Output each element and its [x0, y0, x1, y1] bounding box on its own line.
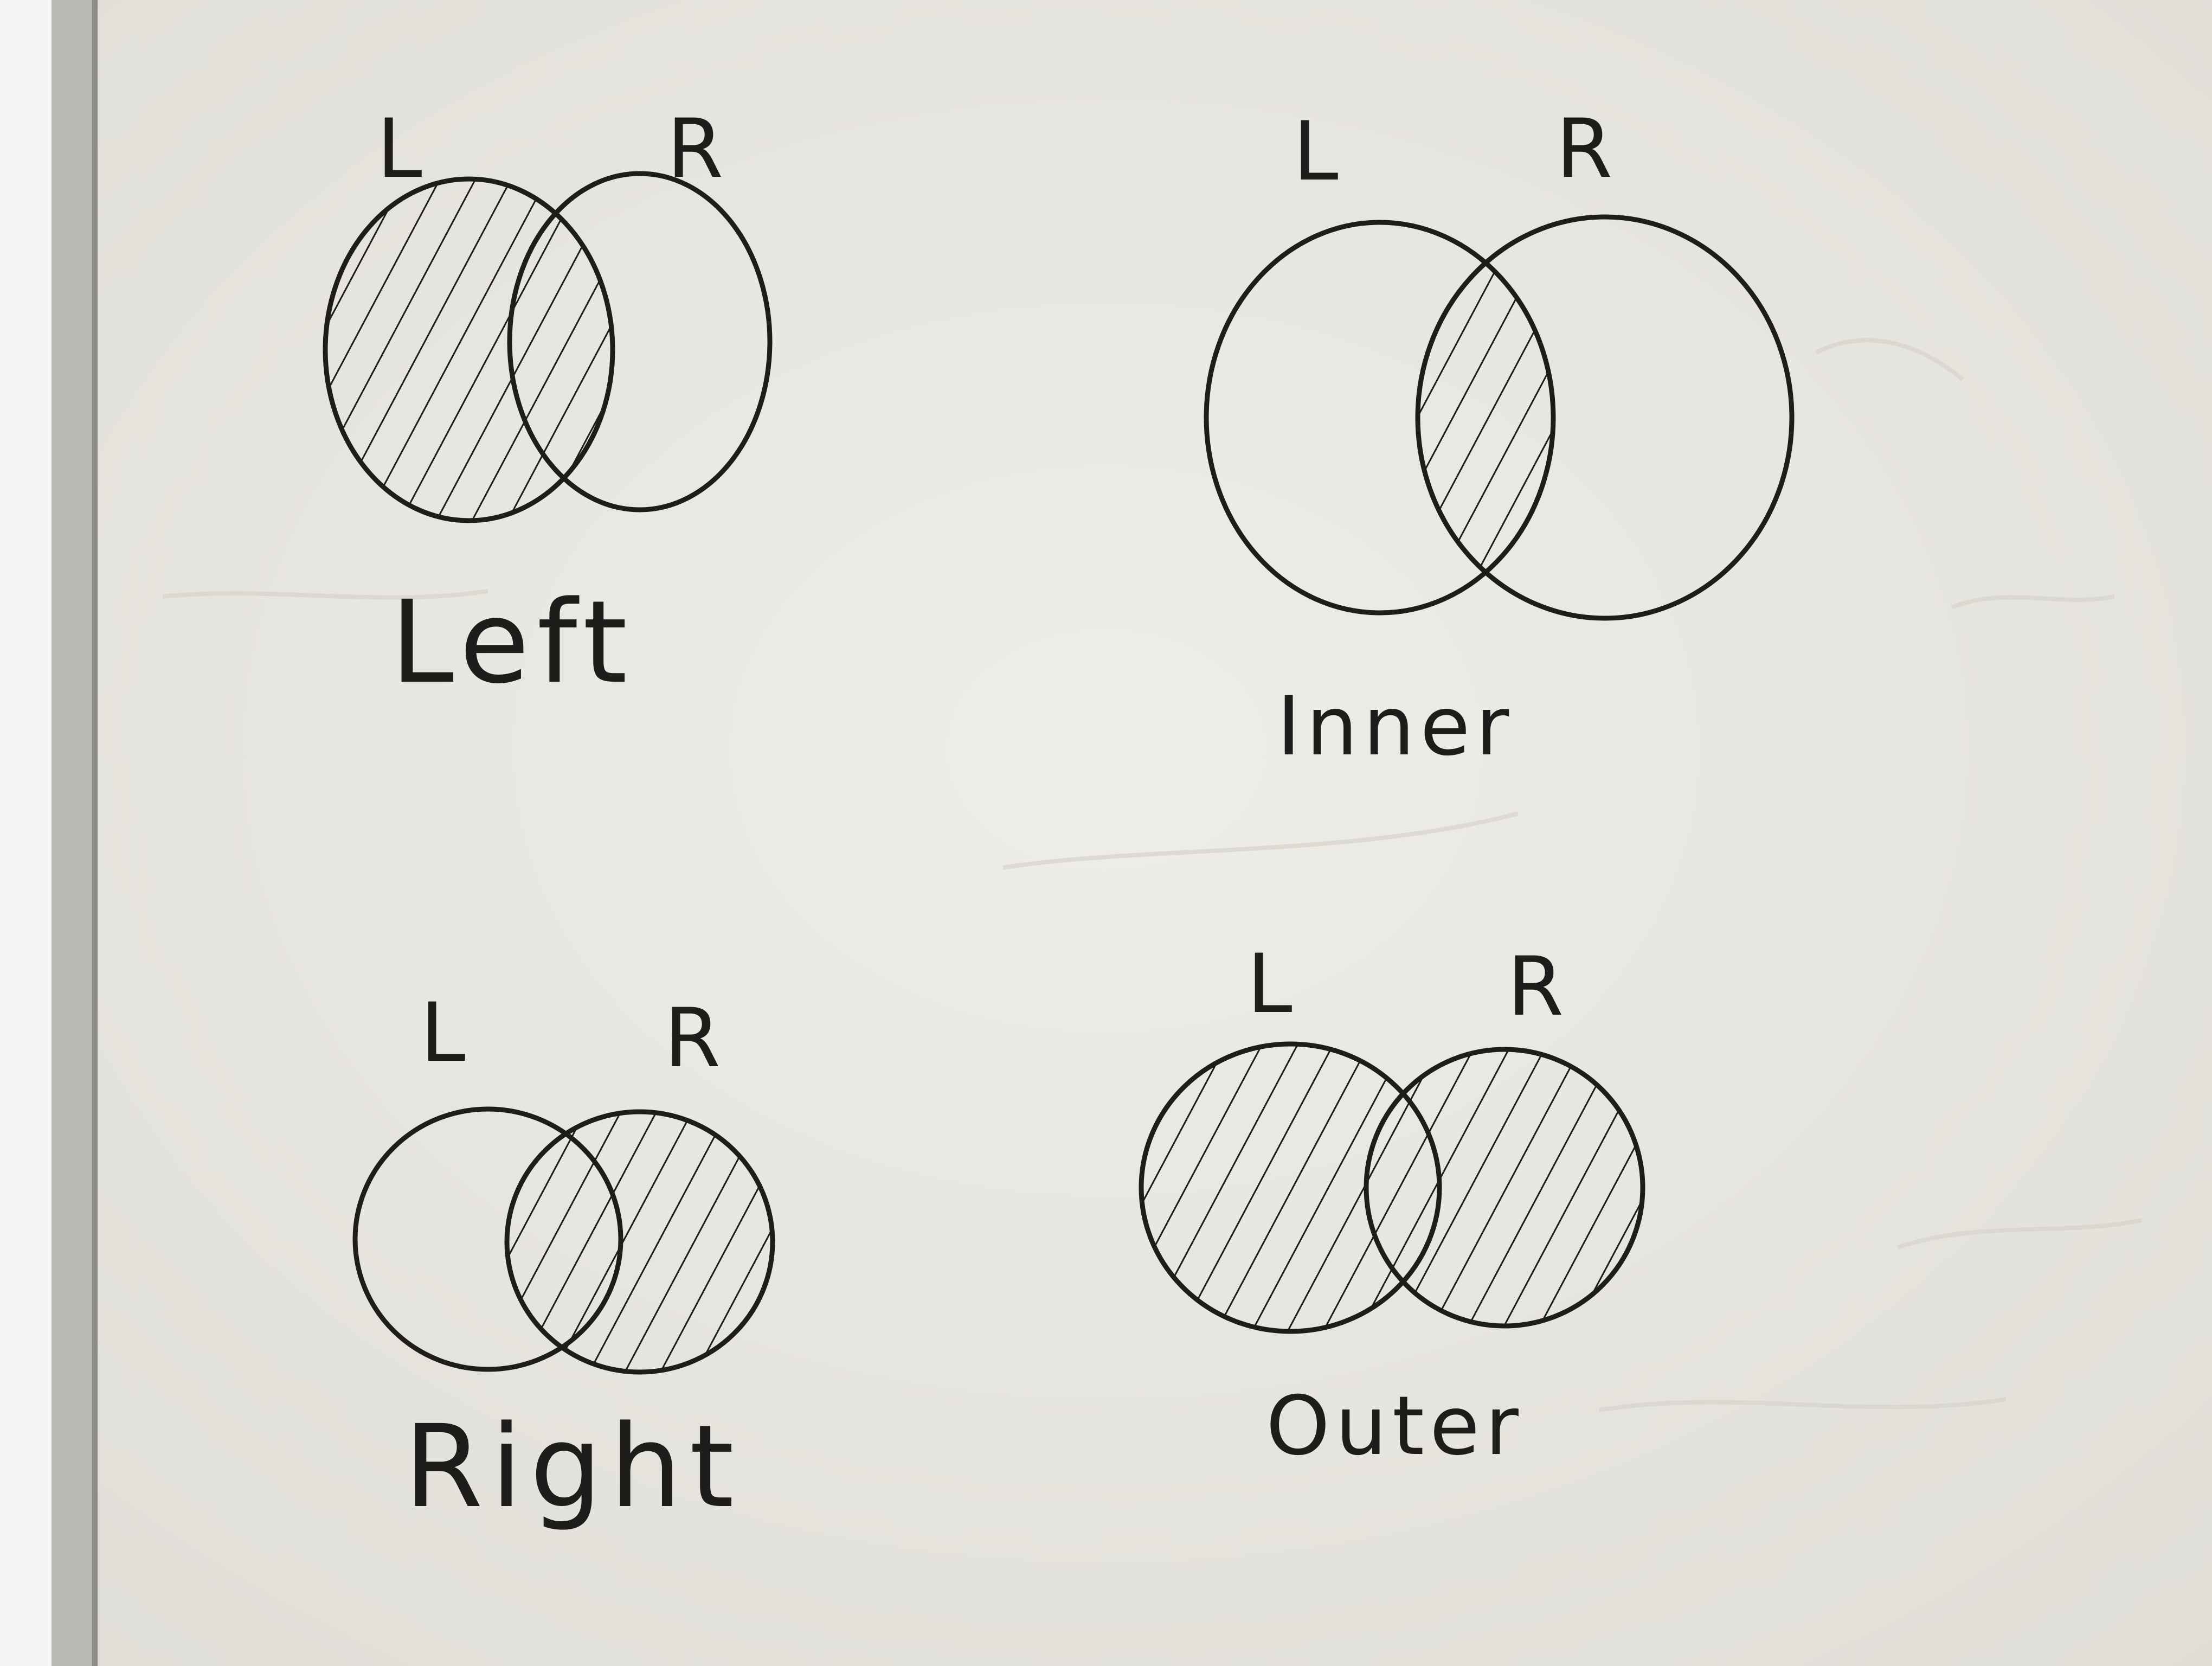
venn-right-shading: [507, 1112, 773, 1372]
venn-outer-title: Outer: [1266, 1379, 1524, 1473]
venn-left-shading: [325, 179, 613, 521]
venn-outer-shading: [1141, 1044, 1643, 1331]
venn-left-circle-l: [323, 176, 615, 523]
venn-inner-circle-l: [1204, 220, 1556, 616]
venn-inner-title: Inner: [1277, 680, 1515, 774]
venn-right-title: Right: [404, 1400, 742, 1533]
venn-outer-label-l: L: [1247, 937, 1293, 1031]
venn-right-label-r: R: [664, 991, 721, 1086]
venn-right: [352, 1106, 775, 1375]
board-frame-edge: [92, 0, 98, 1666]
venn-outer-circle-r: [1364, 1047, 1645, 1329]
venn-outer-label-r: R: [1507, 940, 1564, 1034]
venn-right-circle-l: [352, 1106, 623, 1372]
venn-right-circle-r: [504, 1109, 775, 1375]
venn-left-label-r: R: [667, 102, 724, 196]
board-wall: [0, 0, 52, 1666]
venn-outer-circle-l: [1139, 1041, 1442, 1334]
venn-left: [323, 171, 773, 523]
venn-left-title: Left: [390, 576, 635, 709]
venn-outer: [1139, 1041, 1645, 1334]
venn-left-circle-r: [507, 171, 773, 512]
venn-right-label-l: L: [420, 986, 466, 1080]
board-frame: [52, 0, 95, 1666]
ghost-marks: [162, 338, 2142, 1412]
venn-inner-circle-r: [1415, 214, 1795, 621]
venn-left-label-l: L: [377, 102, 422, 196]
venn-inner-label-r: R: [1556, 102, 1613, 196]
venn-inner-label-l: L: [1293, 105, 1339, 199]
